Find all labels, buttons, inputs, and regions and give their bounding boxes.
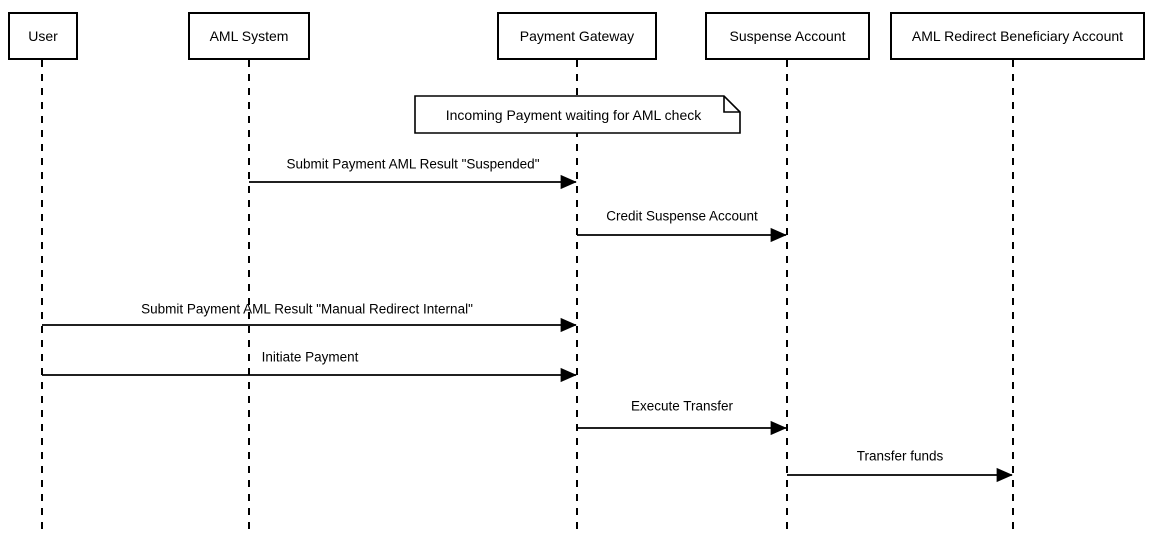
message-label-msg-2: Credit Suspense Account	[606, 208, 758, 224]
participant-user[interactable]: User	[8, 12, 78, 60]
participant-suspense_account[interactable]: Suspense Account	[705, 12, 870, 60]
note-fold-corner-icon	[723, 96, 740, 113]
message-label-msg-4: Initiate Payment	[261, 349, 359, 365]
participant-label: AML Redirect Beneficiary Account	[911, 28, 1124, 44]
messages-group	[42, 174, 1013, 483]
message-label-msg-3: Submit Payment AML Result "Manual Redire…	[141, 301, 473, 317]
note-text: Incoming Payment waiting for AML check	[445, 106, 702, 123]
message-label-msg-5: Execute Transfer	[630, 398, 734, 414]
note-shapes-group	[414, 95, 741, 134]
note-shape	[414, 95, 741, 134]
participant-aml_redirect_beneficiary_account[interactable]: AML Redirect Beneficiary Account	[890, 12, 1145, 60]
message-label-msg-1: Submit Payment AML Result "Suspended"	[286, 156, 540, 172]
participant-label: Suspense Account	[729, 28, 846, 44]
participant-label: User	[28, 28, 58, 44]
participant-label: AML System	[209, 28, 289, 44]
note-incoming-payment[interactable]: Incoming Payment waiting for AML check	[415, 96, 740, 133]
participant-aml_system[interactable]: AML System	[188, 12, 310, 60]
participant-payment_gateway[interactable]: Payment Gateway	[497, 12, 657, 60]
message-label-msg-6: Transfer funds	[856, 448, 944, 464]
lifelines-group	[41, 60, 1014, 536]
participant-label: Payment Gateway	[519, 28, 635, 44]
